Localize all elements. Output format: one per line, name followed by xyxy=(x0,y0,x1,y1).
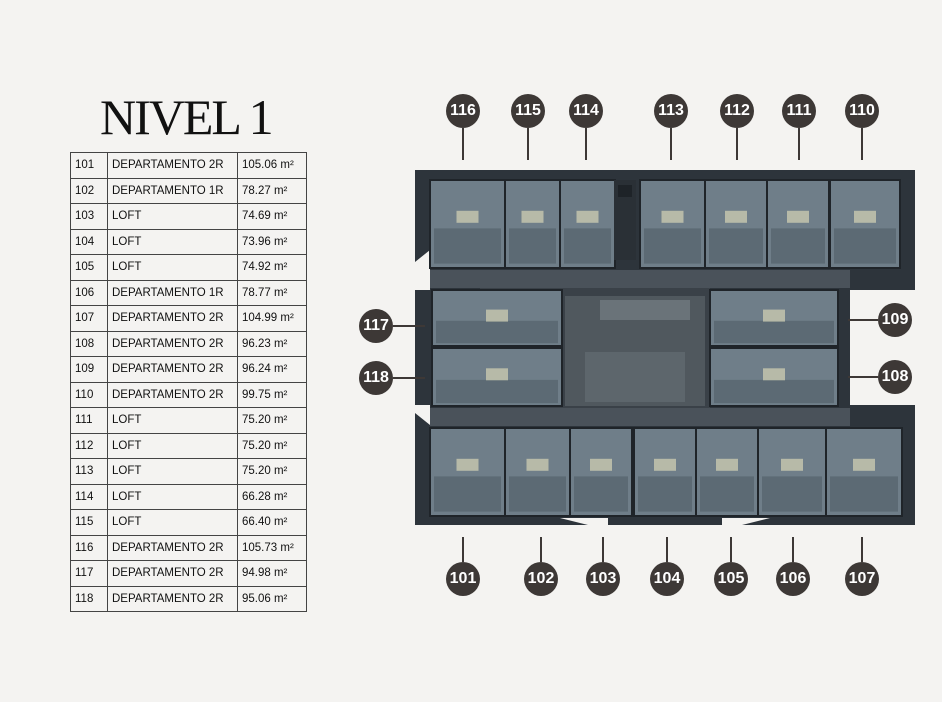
unit-marker-115: 115 xyxy=(511,94,545,128)
unit-area: 75.20 m² xyxy=(237,458,307,485)
unit-marker-111: 111 xyxy=(782,94,816,128)
unit-marker-110: 110 xyxy=(845,94,879,128)
unit-number: 118 xyxy=(70,585,108,612)
unit-area: 96.24 m² xyxy=(237,356,307,383)
unit-marker-101: 101 xyxy=(446,562,480,596)
unit-area: 74.69 m² xyxy=(237,203,307,230)
unit-area: 104.99 m² xyxy=(237,305,307,332)
unit-marker-114: 114 xyxy=(569,94,603,128)
unit-type: DEPARTAMENTO 1R xyxy=(107,279,238,306)
unit-type: LOFT xyxy=(107,483,238,510)
unit-type: DEPARTAMENTO 2R xyxy=(107,585,238,612)
unit-marker-104: 104 xyxy=(650,562,684,596)
top-unit xyxy=(829,179,901,269)
unit-number: 104 xyxy=(70,228,108,255)
top-unit xyxy=(429,179,506,269)
side-unit xyxy=(709,289,839,347)
side-unit xyxy=(709,347,839,407)
unit-type: DEPARTAMENTO 2R xyxy=(107,152,238,179)
side-unit xyxy=(431,347,563,407)
unit-type: DEPARTAMENTO 1R xyxy=(107,177,238,204)
unit-number: 114 xyxy=(70,483,108,510)
side-unit xyxy=(431,289,563,347)
unit-number: 117 xyxy=(70,560,108,587)
unit-number: 112 xyxy=(70,432,108,459)
bottom-unit xyxy=(569,427,633,517)
unit-type: LOFT xyxy=(107,228,238,255)
unit-area: 94.98 m² xyxy=(237,560,307,587)
unit-area: 78.27 m² xyxy=(237,177,307,204)
unit-marker-112: 112 xyxy=(720,94,754,128)
unit-marker-118: 118 xyxy=(359,361,393,395)
top-unit xyxy=(639,179,706,269)
unit-marker-116: 116 xyxy=(446,94,480,128)
unit-marker-117: 117 xyxy=(359,309,393,343)
bottom-unit xyxy=(825,427,903,517)
bottom-unit xyxy=(429,427,506,517)
unit-type: DEPARTAMENTO 2R xyxy=(107,330,238,357)
unit-area: 74.92 m² xyxy=(237,254,307,281)
bottom-unit xyxy=(504,427,571,517)
unit-number: 111 xyxy=(70,407,108,434)
unit-area: 73.96 m² xyxy=(237,228,307,255)
unit-marker-108: 108 xyxy=(878,360,912,394)
unit-number: 108 xyxy=(70,330,108,357)
top-unit xyxy=(504,179,561,269)
top-unit xyxy=(704,179,768,269)
page-title: NIVEL 1 xyxy=(100,89,274,145)
unit-type: LOFT xyxy=(107,432,238,459)
unit-area: 78.77 m² xyxy=(237,279,307,306)
bottom-unit xyxy=(633,427,697,517)
unit-area: 66.40 m² xyxy=(237,509,307,536)
unit-marker-107: 107 xyxy=(845,562,879,596)
unit-marker-113: 113 xyxy=(654,94,688,128)
unit-type: LOFT xyxy=(107,509,238,536)
unit-area: 95.06 m² xyxy=(237,585,307,612)
unit-marker-105: 105 xyxy=(714,562,748,596)
unit-area: 75.20 m² xyxy=(237,432,307,459)
unit-area: 105.06 m² xyxy=(237,152,307,179)
unit-number: 110 xyxy=(70,381,108,408)
unit-marker-102: 102 xyxy=(524,562,558,596)
unit-type: DEPARTAMENTO 2R xyxy=(107,381,238,408)
top-unit xyxy=(559,179,616,269)
unit-type: DEPARTAMENTO 2R xyxy=(107,305,238,332)
top-unit xyxy=(766,179,830,269)
unit-marker-103: 103 xyxy=(586,562,620,596)
bottom-unit xyxy=(695,427,759,517)
unit-number: 101 xyxy=(70,152,108,179)
unit-marker-106: 106 xyxy=(776,562,810,596)
unit-number: 103 xyxy=(70,203,108,230)
unit-number: 105 xyxy=(70,254,108,281)
bottom-unit xyxy=(757,427,827,517)
unit-area: 105.73 m² xyxy=(237,534,307,561)
unit-marker-109: 109 xyxy=(878,303,912,337)
